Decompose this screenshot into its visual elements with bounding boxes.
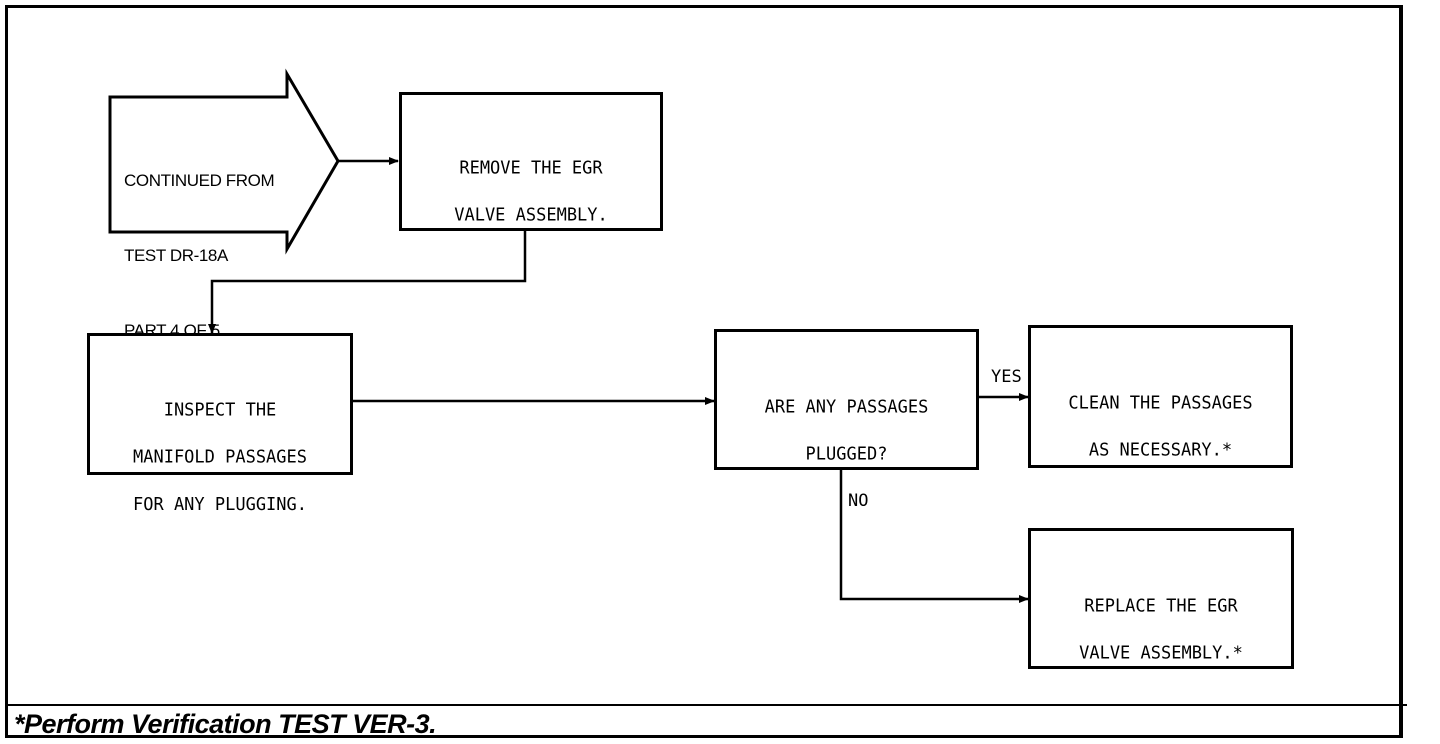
step-text-line: MANIFOLD PASSAGES	[133, 446, 307, 468]
step-text-line: AS NECESSARY.*	[1088, 439, 1233, 461]
decision-passages-plugged	[714, 329, 979, 470]
step-text-line: CLEAN THE PASSAGES	[1068, 392, 1253, 414]
step-text-line: REPLACE THE EGR	[1084, 595, 1238, 617]
step-text-line: PLUGGED?	[805, 443, 888, 465]
start-arrow-shape	[108, 68, 340, 255]
footer-note: *Perform Verification TEST VER-3.	[14, 709, 437, 739]
footer-divider	[5, 704, 1407, 706]
step-text-line: ARE ANY PASSAGES	[764, 396, 929, 418]
step-text-line: FOR ANY PLUGGING.	[133, 494, 307, 516]
connector-remove-to-inspect	[208, 230, 527, 334]
start-line: TEST DR-18A	[124, 246, 228, 265]
step-clean-passages	[1028, 325, 1293, 468]
step-inspect-manifold	[87, 333, 353, 475]
step-remove-egr-valve	[399, 92, 663, 231]
step-replace-egr-valve	[1028, 528, 1294, 669]
diagram-frame	[5, 5, 1403, 738]
start-line: CONTINUED FROM	[124, 171, 275, 190]
no-label: NO	[848, 491, 869, 511]
step-text-line: VALVE ASSEMBLY.*	[1079, 642, 1243, 664]
step-inspect-manifold-text: INSPECT THE MANIFOLD PASSAGES FOR ANY PL…	[87, 371, 353, 529]
yes-label: YES	[991, 367, 1022, 387]
step-text-line: VALVE ASSEMBLY.	[454, 204, 608, 226]
step-text-line: INSPECT THE	[163, 399, 277, 421]
decision-passages-plugged-text: ARE ANY PASSAGES PLUGGED?	[714, 368, 979, 478]
connector-no-to-replace	[839, 469, 1029, 603]
step-clean-passages-text: CLEAN THE PASSAGES AS NECESSARY.*	[1028, 364, 1293, 474]
step-replace-egr-valve-text: REPLACE THE EGR VALVE ASSEMBLY.*	[1028, 567, 1294, 677]
step-text-line: REMOVE THE EGR	[459, 157, 603, 179]
step-remove-egr-valve-text: REMOVE THE EGR VALVE ASSEMBLY.	[399, 129, 663, 239]
start-arrow-text: CONTINUED FROM TEST DR-18A PART 4 OF 5.	[124, 118, 275, 368]
